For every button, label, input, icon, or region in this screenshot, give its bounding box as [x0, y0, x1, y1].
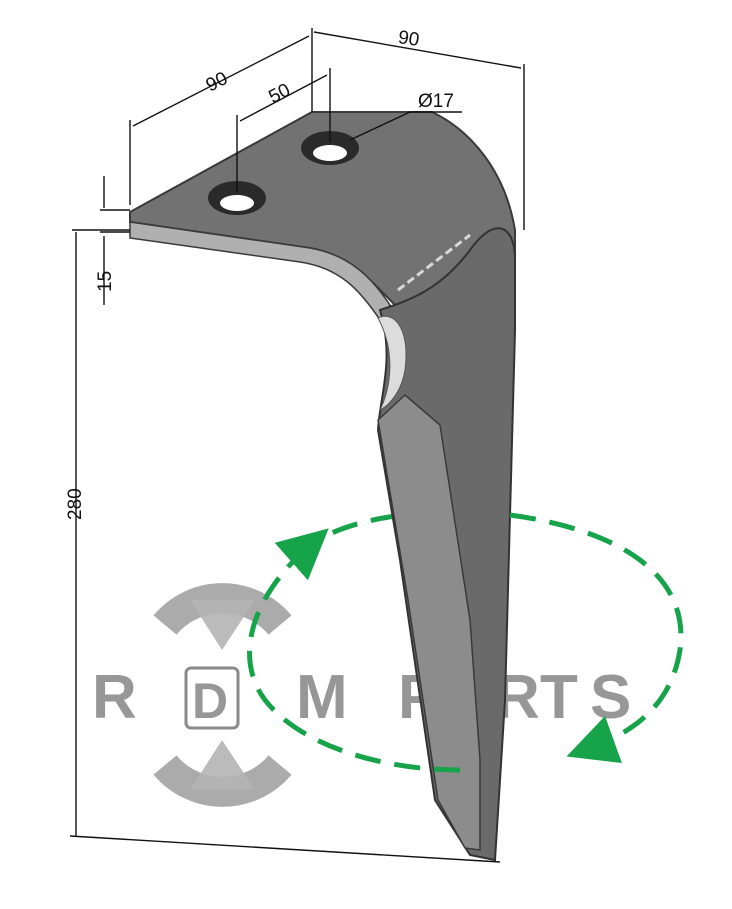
watermark-letter: D	[192, 673, 228, 729]
blade	[129, 111, 516, 862]
dimension-labels: 90 90 50 Ø17 15 280	[65, 27, 454, 520]
watermark-letter: T	[540, 663, 578, 732]
rotation-arrow-icon	[247, 512, 684, 773]
dim-thickness: 15	[95, 271, 116, 292]
dim-top-width-left: 90	[203, 68, 231, 96]
blade-bevel	[377, 393, 481, 851]
watermark-text: R D M P A R T S	[92, 663, 631, 732]
watermark-letter: S	[590, 663, 631, 732]
blade-side-highlight	[397, 233, 471, 292]
watermark-letter: M	[296, 663, 348, 732]
dimension-lines	[69, 28, 525, 863]
watermark-letter: R	[92, 663, 137, 732]
rdm-logo-icon	[153, 583, 292, 807]
dim-hole-diameter: Ø17	[418, 91, 454, 112]
blade-bend-highlight	[377, 315, 407, 412]
dim-hole-spacing: 50	[265, 80, 293, 108]
dim-height: 280	[65, 488, 86, 520]
dim-top-width-right: 90	[397, 27, 421, 51]
